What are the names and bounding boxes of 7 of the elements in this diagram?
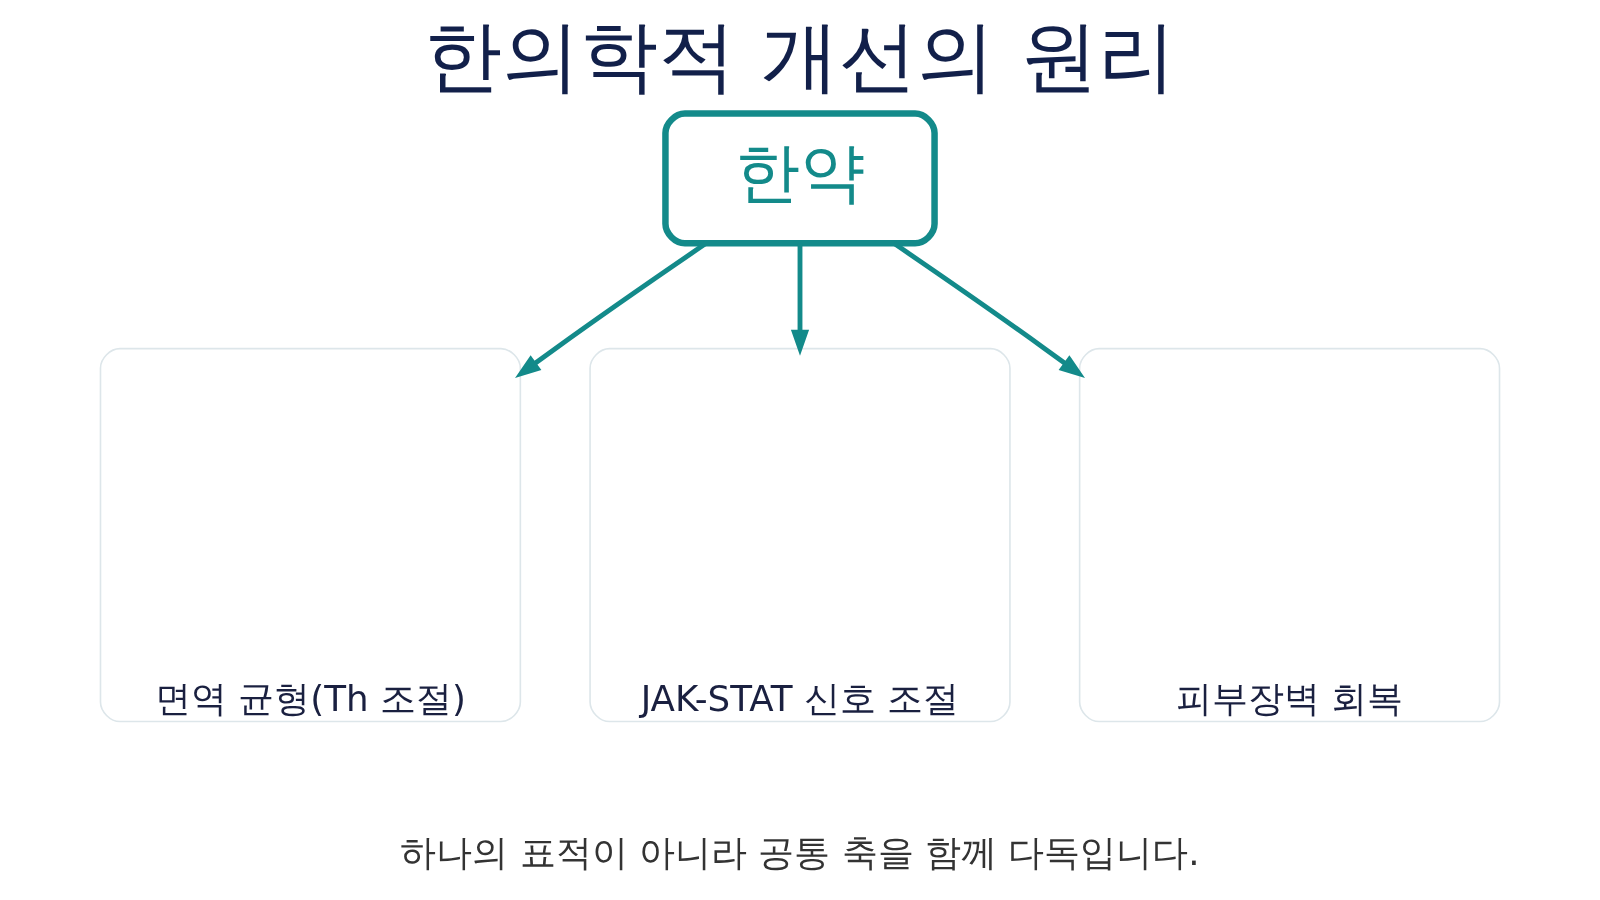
- diagram-title: 한의학적 개선의 원리: [424, 11, 1176, 102]
- caption: 하나의 표적이 아니라 공통 축을 함께 다독입니다.: [400, 832, 1200, 874]
- arrow: [790, 243, 810, 356]
- node-box: JAK-STAT 신호 조절: [589, 347, 1011, 723]
- node-box: 면역 균형(Th 조절): [99, 347, 522, 723]
- node-box: 한약: [662, 110, 938, 247]
- node-box: 피부장벽 회복: [1078, 347, 1501, 723]
